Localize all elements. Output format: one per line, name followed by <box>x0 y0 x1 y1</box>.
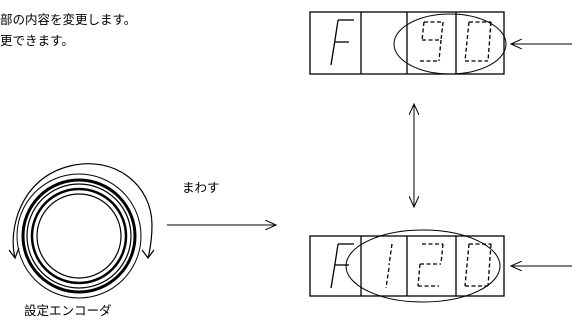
caption-line-2: 更できます。 <box>0 33 74 48</box>
display-bottom <box>309 229 505 303</box>
digit-0-bottom <box>464 243 492 287</box>
caption-line-1: 部の内容を変更します。 <box>0 12 137 27</box>
encoder-label: 設定エンコーダ <box>24 303 112 318</box>
rotary-encoder-knob-icon <box>16 173 142 299</box>
display-top <box>309 11 507 75</box>
highlight-ellipse-top <box>393 13 507 75</box>
mode-char-F-bottom <box>330 243 354 289</box>
digit-1 <box>385 243 393 289</box>
digit-0-top <box>464 21 492 62</box>
digit-9 <box>420 21 444 62</box>
mode-char-F-top <box>330 19 354 66</box>
highlight-ellipse-bottom <box>345 229 501 303</box>
curved-double-arrow-icon <box>8 163 155 260</box>
digit-2 <box>417 243 444 287</box>
rotate-label: まわす <box>182 180 220 195</box>
